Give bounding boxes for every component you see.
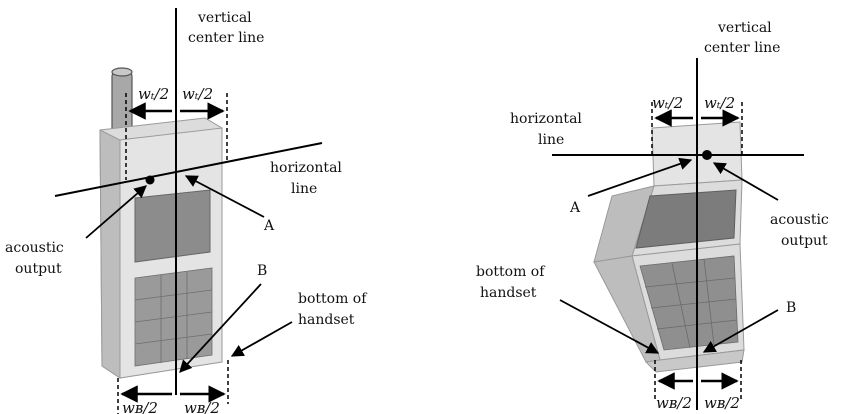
right-vertical-label-2: center line <box>704 40 780 56</box>
right-w-bottom-left: wʙ/2 <box>656 394 692 412</box>
right-horizontal-label-2: line <box>538 132 564 148</box>
right-vertical-label-1: vertical <box>717 20 772 36</box>
right-arrow-a <box>587 157 693 197</box>
right-w-top-right: wₜ/2 <box>704 94 735 112</box>
right-bottom-width-dimension <box>654 360 742 400</box>
left-bottom-label-1: bottom of <box>298 291 368 307</box>
right-top-width-dimension <box>651 102 743 155</box>
left-handset <box>99 117 223 379</box>
left-figure: vertical center line horizontal line aco… <box>5 8 368 414</box>
left-keypad <box>134 267 213 367</box>
left-arrow-a <box>184 175 265 218</box>
left-horizontal-line <box>54 142 323 197</box>
left-horizontal-label-1: horizontal <box>270 160 342 176</box>
left-acoustic-label-2: output <box>15 261 62 277</box>
left-point-a-label: A <box>263 218 275 234</box>
right-arrow-acoustic <box>712 162 779 201</box>
right-figure: vertical center line horizontal line aco… <box>476 20 829 412</box>
left-bottom-label-2: handset <box>298 312 355 328</box>
right-bottom-label-2: handset <box>480 285 537 301</box>
left-w-top-right: wₜ/2 <box>182 85 213 103</box>
right-point-a-label: A <box>569 200 581 216</box>
right-bottom-label-1: bottom of <box>476 264 546 280</box>
left-screen <box>134 189 211 263</box>
left-arrow-b <box>179 283 262 373</box>
left-acoustic-output-dot <box>145 175 155 185</box>
right-arrow-bottom <box>559 299 660 354</box>
left-horizontal-label-2: line <box>291 181 317 197</box>
right-acoustic-label-2: output <box>781 233 828 249</box>
right-acoustic-output-dot <box>702 150 712 160</box>
left-arrow-bottom <box>230 321 293 357</box>
left-top-width-dimension <box>125 93 228 180</box>
left-w-top-left: wₜ/2 <box>138 85 169 103</box>
left-w-bottom-left: wʙ/2 <box>122 399 158 414</box>
left-vertical-label-1: vertical <box>197 10 252 26</box>
left-w-bottom-right: wʙ/2 <box>184 399 220 414</box>
right-w-top-left: wₜ/2 <box>652 94 683 112</box>
left-bottom-width-dimension <box>117 360 229 414</box>
right-screen <box>635 189 737 249</box>
right-w-bottom-right: wʙ/2 <box>704 394 740 412</box>
left-arrow-acoustic <box>85 185 147 239</box>
right-arrow-b <box>702 309 779 353</box>
left-acoustic-label-1: acoustic <box>5 240 64 256</box>
right-horizontal-label-1: horizontal <box>510 111 582 127</box>
right-point-b-label: B <box>786 300 796 316</box>
left-vertical-label-2: center line <box>188 30 264 46</box>
right-handset <box>593 121 745 373</box>
right-acoustic-label-1: acoustic <box>770 212 829 228</box>
left-point-b-label: B <box>257 263 267 279</box>
